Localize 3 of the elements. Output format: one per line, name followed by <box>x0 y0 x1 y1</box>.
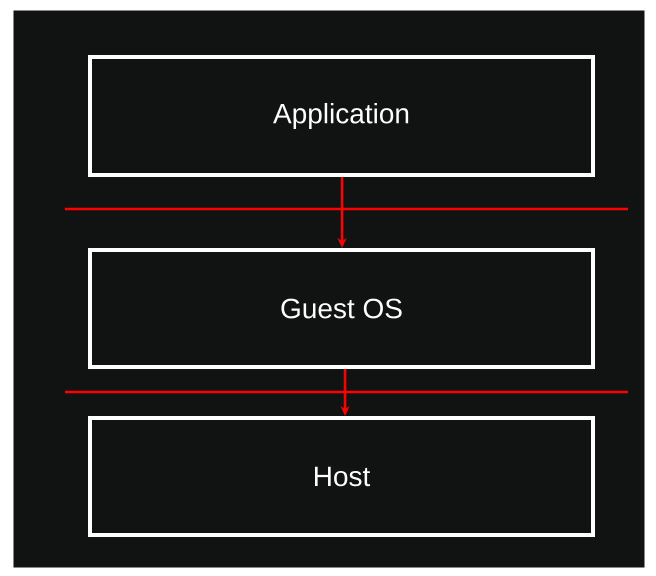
process-box: Host <box>88 416 595 537</box>
process-box: Guest OS <box>88 248 595 369</box>
process-box: Application <box>88 55 595 177</box>
